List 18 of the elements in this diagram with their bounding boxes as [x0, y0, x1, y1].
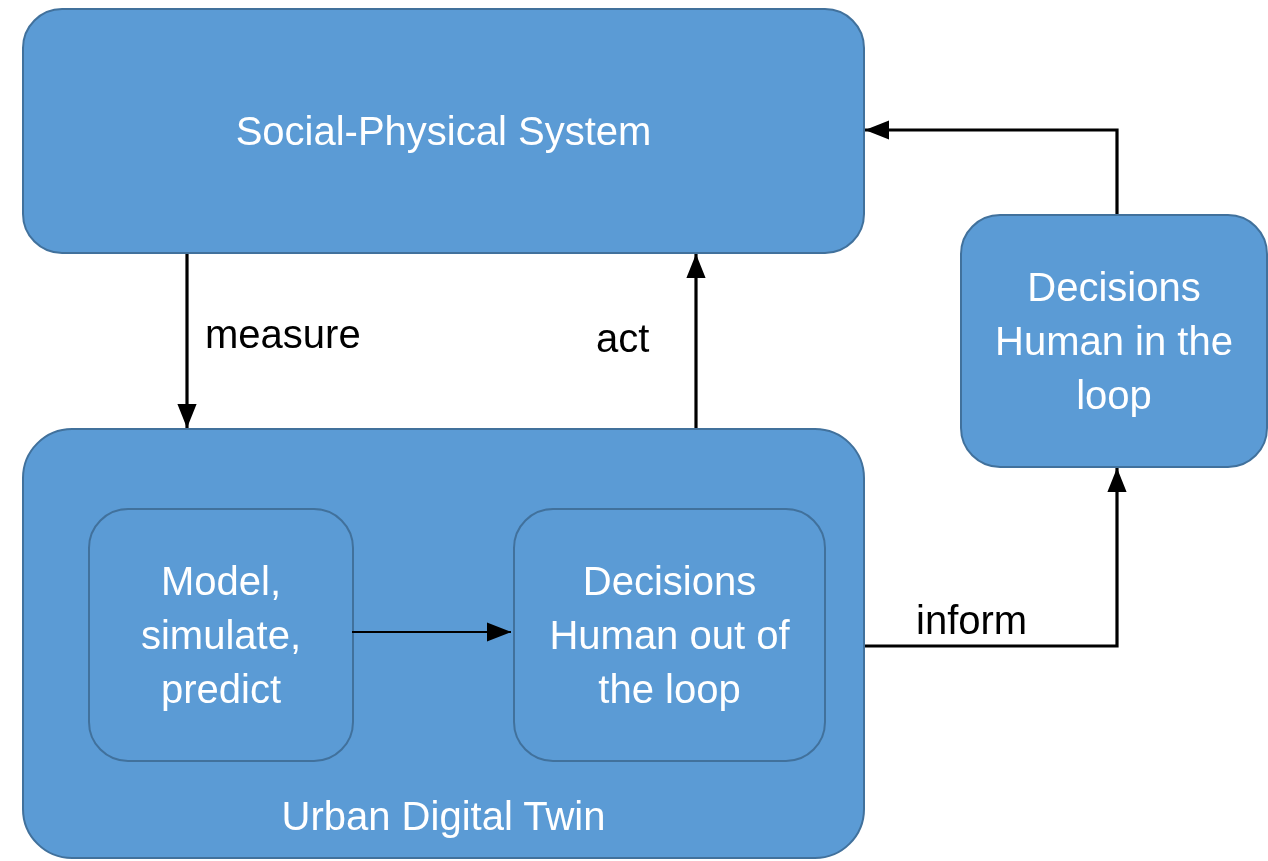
arrow — [351, 622, 512, 642]
process-box — [22, 8, 865, 254]
container-box — [22, 428, 865, 859]
arrow — [686, 254, 706, 428]
process-box — [960, 214, 1268, 468]
process-box — [88, 508, 354, 762]
node-label: Decisions Human out of the loop — [548, 558, 791, 713]
edge-label: measure — [205, 312, 361, 357]
node-label: Model, simulate, predict — [139, 558, 303, 713]
process-box — [513, 508, 826, 762]
node-label: Social-Physical System — [235, 108, 652, 155]
node-label: Decisions Human in the loop — [994, 264, 1234, 419]
arrow — [865, 468, 1127, 648]
edge-label: inform — [916, 598, 1028, 643]
node-label: Urban Digital Twin — [281, 793, 606, 840]
edge-label: act — [596, 316, 650, 361]
arrow — [177, 254, 197, 428]
arrow — [865, 120, 1119, 214]
